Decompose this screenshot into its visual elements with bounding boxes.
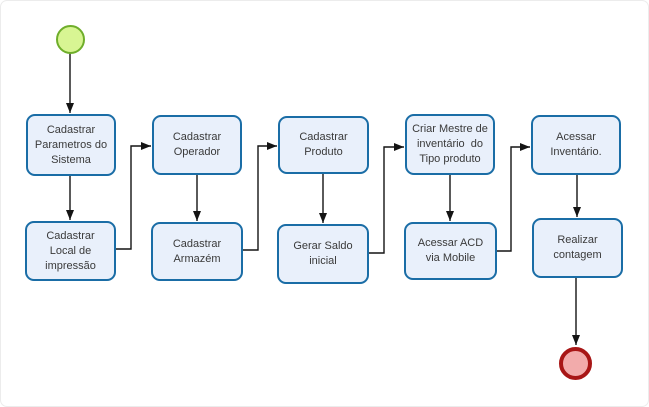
edge-task6-to-task7	[369, 143, 404, 254]
task-label: Realizar contagem	[553, 234, 602, 261]
task-label: Cadastrar Produto	[299, 131, 348, 158]
end-event-circle[interactable]	[559, 347, 592, 380]
task-label: Acessar ACD via Mobile	[417, 237, 484, 264]
task-realizar-contagem[interactable]: Realizar contagem	[532, 218, 623, 278]
task-label: Cadastrar Local de impressão	[45, 229, 96, 272]
task-label: Cadastrar Armazém	[172, 237, 222, 265]
task-label: Cadastrar Operador	[172, 131, 222, 158]
edge-task2-to-task3	[116, 142, 151, 250]
task-cadastrar-operador[interactable]: Cadastrar Operador	[152, 115, 242, 175]
task-cadastrar-armazem[interactable]: Cadastrar Armazém	[151, 222, 243, 281]
start-event-circle[interactable]	[56, 25, 85, 54]
task-criar-mestre-de-inventario[interactable]: Criar Mestre de inventário do Tipo produ…	[405, 114, 495, 175]
task-label: Criar Mestre de inventário do Tipo produ…	[412, 123, 488, 165]
task-gerar-saldo-inicial[interactable]: Gerar Saldo inicial	[277, 224, 369, 284]
task-acessar-acd-via-mobile[interactable]: Acessar ACD via Mobile	[404, 222, 497, 280]
task-cadastrar-local-de-impressao[interactable]: Cadastrar Local de impressão	[25, 221, 116, 281]
edge-task4-to-task5	[243, 142, 277, 251]
task-acessar-inventario[interactable]: Acessar Inventário.	[531, 115, 621, 175]
task-label: Acessar Inventário.	[550, 131, 602, 158]
task-label: Cadastrar Parametros do Sistema	[34, 123, 108, 166]
task-cadastrar-parametros-do-sistema[interactable]: Cadastrar Parametros do Sistema	[26, 114, 116, 176]
task-cadastrar-produto[interactable]: Cadastrar Produto	[278, 116, 369, 174]
edge-task8-to-task9	[497, 143, 530, 252]
task-label: Gerar Saldo inicial	[293, 240, 353, 267]
